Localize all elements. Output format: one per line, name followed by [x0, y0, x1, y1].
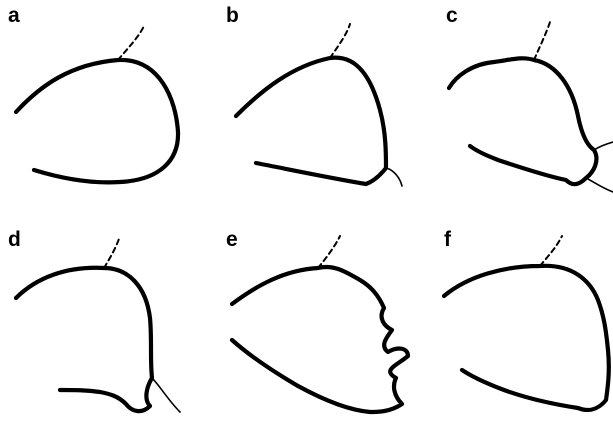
- panel-label-f: f: [444, 228, 452, 251]
- dashed-line: [318, 236, 340, 268]
- tail-line: [152, 378, 180, 412]
- tail-line: [386, 168, 402, 186]
- outline: [449, 58, 596, 184]
- dashed-line: [540, 236, 562, 266]
- outline: [444, 266, 609, 410]
- panel-label-d: d: [8, 228, 21, 251]
- outline: [16, 268, 152, 411]
- panel-label-e: e: [226, 228, 238, 251]
- panel-label-a: a: [8, 4, 20, 27]
- dashed-line: [534, 22, 550, 60]
- panel-a: a: [8, 4, 178, 182]
- panel-d: d: [8, 228, 180, 412]
- outline: [16, 60, 178, 182]
- dashed-line: [118, 26, 144, 60]
- outline: [236, 58, 386, 184]
- dashed-line: [330, 24, 350, 58]
- outline: [232, 267, 408, 412]
- panel-f: f: [444, 228, 609, 410]
- tail-line: [586, 178, 613, 192]
- panel-b: b: [226, 4, 402, 186]
- dashed-line: [104, 236, 120, 268]
- panel-c: c: [446, 4, 613, 192]
- panel-label-c: c: [446, 4, 458, 27]
- panel-e: e: [226, 228, 408, 412]
- panel-label-b: b: [226, 4, 239, 27]
- tail-line: [594, 142, 613, 150]
